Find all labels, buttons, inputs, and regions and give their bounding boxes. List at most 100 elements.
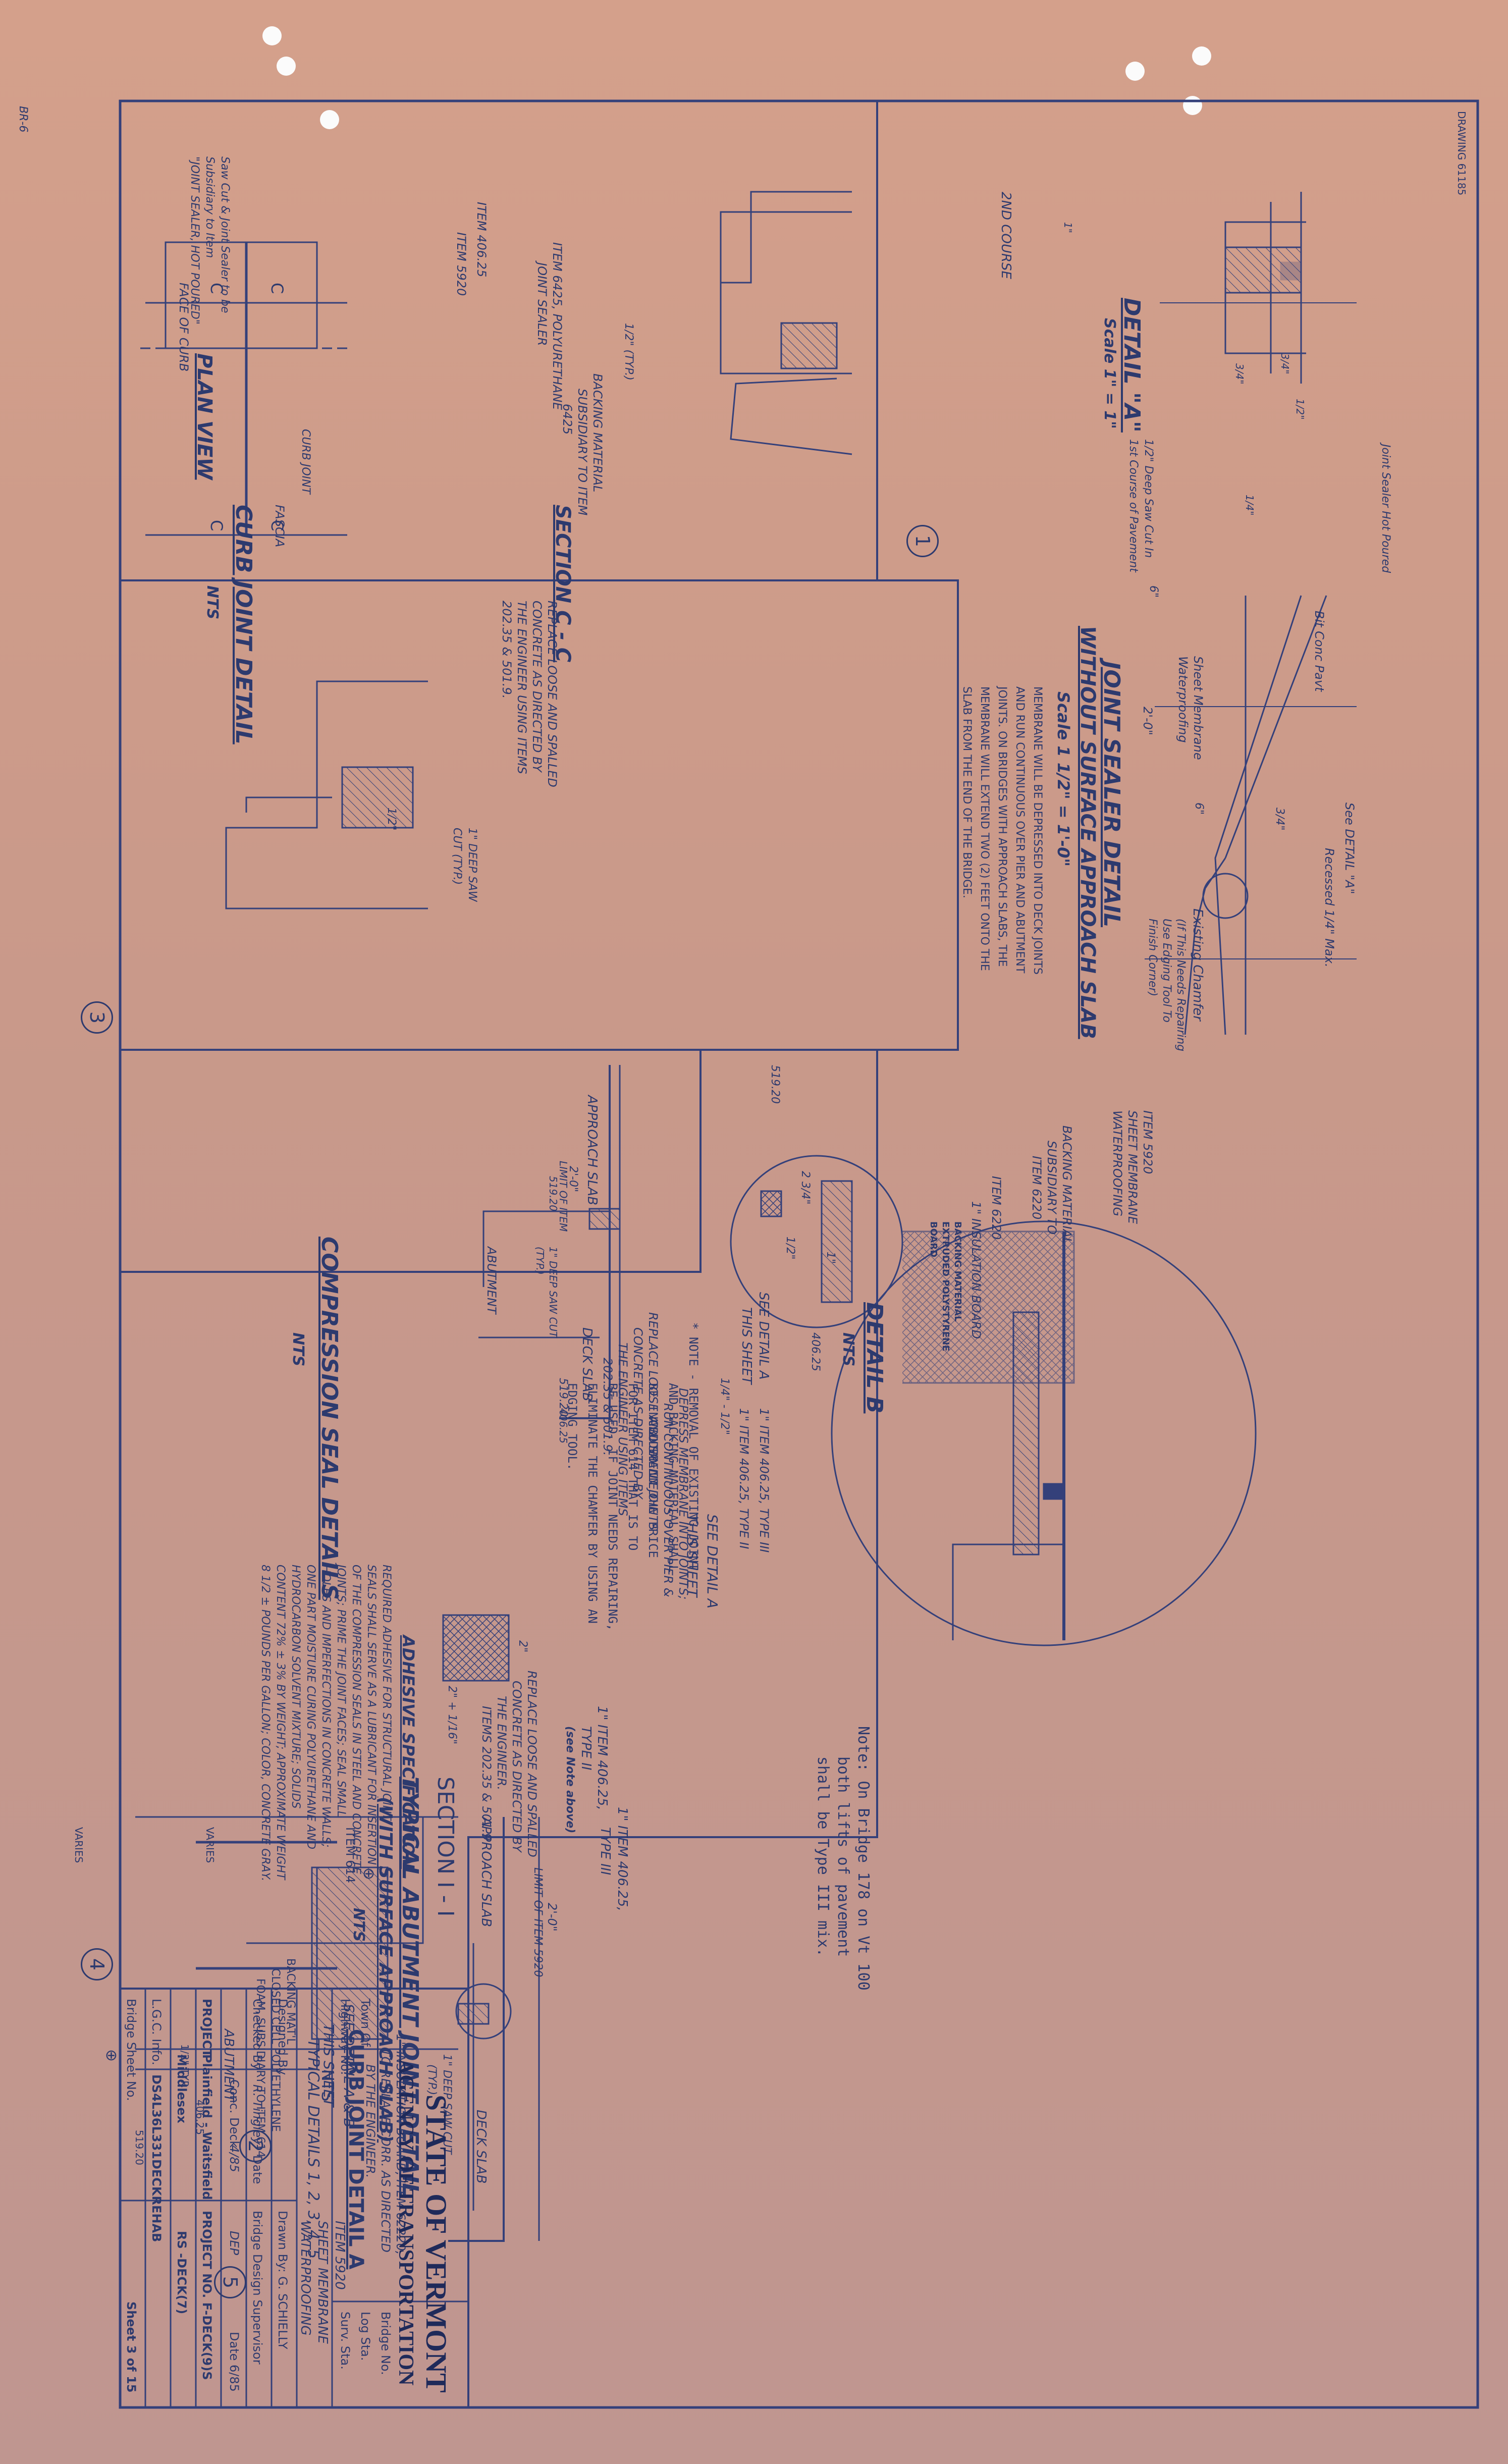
cc-dim-12typ: 1/2" (TYP.) [622,323,635,381]
ab-typ: (TYP.) [425,2064,438,2096]
punch-hole-1 [262,26,282,45]
db-insulation: 1" INSULATION BOARD [969,1201,983,1339]
cj-replace2: CONCRETE AS DIRECTED BY [530,601,544,772]
ab-item40625-t2: 1" ITEM 406.25, [595,1706,610,1810]
punch-hole-3 [320,110,339,129]
pv-curb-joint: CURB JOINT [299,429,312,495]
cj-replace3: THE ENGINEER USING ITEMS [515,601,529,774]
js-dim-2ft: 2'-0" [1141,707,1155,735]
tb-supervisor-sig: DEP [227,2231,241,2256]
cja-s1920: 519.20 [133,2130,145,2165]
cs-dim-1a: 1" [824,1252,837,1264]
detail-a-title: DETAIL "A" [1119,298,1145,433]
tb-town-of: Town Of [358,1999,372,2047]
detail-a-dim-1: 1" [1062,222,1074,233]
ab-see-note: (see Note above) [564,1726,576,1834]
cc-backing: BACKING MATERIAL [590,373,605,493]
cs-adhesive-5: HOLES AND IMPERFECTIONS IN CONCRETE WALL… [319,1565,332,1848]
cs-dim-2: 2" [516,1640,529,1653]
cja-conc-deck: Conc. Deck [227,2079,241,2148]
js-membrane-note-4: MEMBRANE WILL EXTEND TWO (2) FEET ONTO T… [978,686,991,971]
cja-item614: ITEM 614 [343,1827,357,1884]
cs-limit: LIMIT OF ITEM [557,1161,569,1232]
note-top-line2: both lifts of pavement [834,1756,852,1957]
cs-typ: (TYP.) [534,1247,546,1275]
cs-adhesive-1: REQUIRED ADHESIVE FOR STRUCTURAL JOINT [380,1565,393,1820]
cs-adhesive-4: JOINTS; PRIME THE JOINT FACES; SEAL SMAL… [335,1565,347,1817]
cj-deep-saw: 1" DEEP SAW [466,828,478,902]
pv-face-of-curb: FACE OF CURB [177,283,191,372]
sheet-border [119,99,1479,2409]
js-membrane-note-5: SLAB FROM THE END OF THE BRIDGE. [960,686,973,898]
db-item6220: ITEM 6220 [1030,1156,1044,1220]
cs-d40625a: 406.25 [809,1332,822,1371]
joint-sealer-scale: Scale 1 1/2" = 1'-0" [1054,691,1073,867]
section-ii-drawing [135,1816,458,2070]
cja-varies-b: VARIES [73,1827,85,1863]
detail-a-saw-cut: 1/2" Deep Saw Cut In [1142,439,1155,558]
js-dim-6b: 6" [1193,802,1205,815]
db-item40625-t3: 1" ITEM 406.25, TYPE III [757,1408,771,1553]
ab-limit: LIMIT OF ITEM 5920 [531,1867,544,1977]
detail-a-dim-12: 1/2" [1294,399,1306,420]
cs-replace3: THE ENGINEER USING ITEMS [616,1343,630,1516]
ab-item40625-t3: 1" ITEM 406.25, [615,1807,630,1911]
title-block-lines [119,1988,469,2408]
ab-type3: TYPE III [598,1827,613,1876]
cc-joint-sealer: JOINT SEALER [535,262,549,346]
ab-replace3: THE ENGINEER. [495,1696,509,1790]
tb-date2: Date 6/85 [227,2332,241,2392]
tb-supervisor: Bridge Design Supervisor [250,2211,264,2365]
detail-a-joint-sealer: Joint Sealer Hot Poured [1379,444,1392,573]
db-subsidiary: SUBSIDIARY TO [1045,1141,1059,1235]
abutment-drawing [246,1817,540,2242]
cja-varies-a: VARIES [204,1827,216,1863]
cs-d40625b: 406.25 [557,1408,569,1443]
plan-view-drawing [140,241,347,536]
tb-highway-no: Highway No. [338,1999,352,2075]
tb-designed-by: Designed By [276,1999,290,2075]
punch-hole-5 [1192,46,1211,66]
js-bit-conc: Bit Conc Pavt [1312,611,1326,692]
js-waterproofing: Waterproofing [1176,656,1190,743]
curb-replace-sketch [225,680,428,909]
db-item6220b: ITEM 6220 [989,1176,1003,1240]
cs-this-sheet: THIS SHEET [739,1307,754,1384]
db-see-detail-a: SEE DETAIL A [704,1514,721,1609]
js-membrane-note-3: JOINTS. ON BRIDGES WITH APPROACH SLABS, … [996,686,1008,967]
cs-s1920a: 519.20 [769,1065,781,1104]
tb-project-no2: RS -DECK(7) [175,2231,189,2315]
compression-seal-title: COMPRESSION SEAL DETAILS [316,1237,342,1600]
detail-a-note2: Subsidiary to Item [203,156,216,258]
cs-dim-2b: 2" + 1/16" [446,1686,458,1745]
js-membrane-note-1: MEMBRANE WILL BE DEPRESSED INTO DECK JOI… [1031,686,1044,975]
cja-centerline-2: ⊕ [102,2049,120,2062]
note-top-line3: shall be Type III mix. [814,1756,832,1957]
detail-a-2nd-course: 2ND COURSE [998,192,1013,279]
db-board: BOARD [928,1221,939,1258]
joint-sealer-drawing [1145,595,1357,1035]
joint-sealer-title: JOINT SEALER DETAIL [1099,661,1124,928]
curb-joint-nts: NTS [203,585,221,620]
ab-dim-2ft: 2'-0" [545,1903,559,1932]
cj-replace4: 202.35 & 501.9. [500,601,514,699]
cj-cut-typ: CUT (TYP.) [451,828,463,885]
cc-subsidiary2: 6425 [560,404,574,435]
tb-surv-sta: Surv. Sta. [338,2312,352,2370]
ab-replace2: CONCRETE AS DIRECTED BY [510,1681,524,1852]
pv-c1: C [267,283,287,294]
tb-checked-by: Checked By [250,1999,264,2070]
js-dim-6: 6" [1147,585,1160,598]
tb-lgc-val: DS4L36L331DECKREHAB [149,2074,164,2242]
punch-hole-4 [1125,62,1145,81]
pv-c3: C [207,283,226,294]
db-item5920: ITEM 5920 [1141,1110,1155,1174]
cc-subsidiary: SUBSIDIARY TO ITEM [575,389,589,516]
cs-abutment: ABUTMENT [484,1247,499,1314]
tb-checked-sig: R. Tingley [250,2084,264,2145]
compression-seal-drawing [442,1065,903,1682]
section-cc-drawing [720,191,852,455]
cs-adhesive-2: SEALS SHALL SERVE AS A LUBRICANT FOR INS… [365,1565,378,1865]
